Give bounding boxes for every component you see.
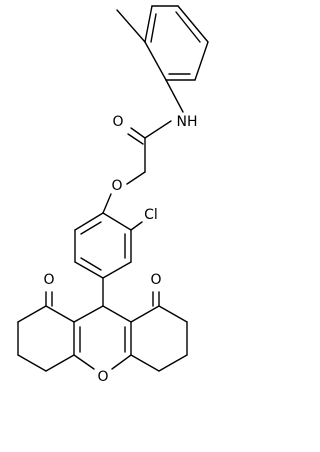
carbonyl-oxygen-amide-label: O [112, 114, 123, 130]
carbonyl-double-bond-b [127, 133, 144, 145]
methyl-bond [116, 9, 146, 43]
xanthene-core [17, 291, 188, 372]
molecule-structure: O NH O Cl O O O [17, 5, 209, 385]
ether-oxygen-to-ring-bond [102, 193, 112, 214]
ch2-to-ether-oxygen-bond [126, 171, 146, 185]
chlorine-label: Cl [144, 207, 158, 223]
chlorophenyl-ring [74, 212, 132, 279]
ketone-oxygen-left-label: O [43, 272, 54, 288]
carbonyl-double-bond-a [130, 127, 146, 139]
amide-nitrogen-label: NH [177, 114, 198, 130]
ring-to-nitrogen-bond [165, 79, 184, 113]
chlorine-bond [130, 221, 143, 231]
tolyl-ring [144, 5, 209, 81]
ring-oxygen-label: O [97, 369, 108, 385]
ketone-oxygen-right-label: O [150, 272, 161, 288]
nitrogen-to-carbonyl-bond [144, 120, 172, 139]
ether-oxygen-label: O [111, 178, 122, 194]
